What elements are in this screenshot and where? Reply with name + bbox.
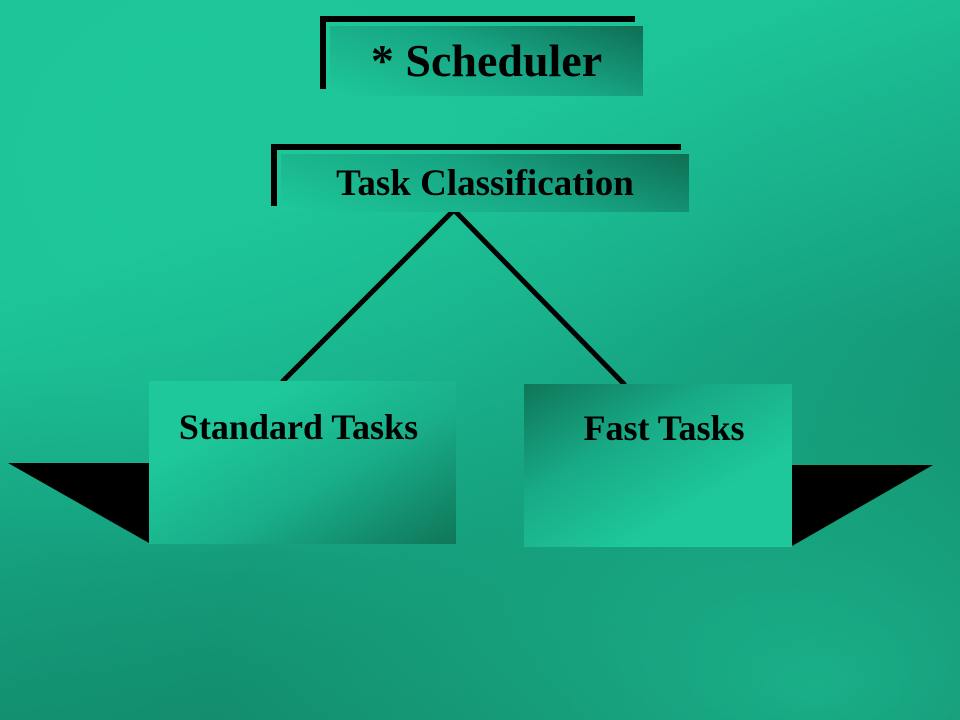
connector-line-right bbox=[451, 207, 627, 387]
fast-tasks-node: Fast Tasks bbox=[524, 384, 792, 547]
classification-label: Task Classification bbox=[336, 162, 634, 204]
fast-tasks-label: Fast Tasks bbox=[583, 407, 745, 448]
standard-tasks-label: Standard Tasks bbox=[178, 406, 419, 447]
right-wedge bbox=[792, 465, 933, 546]
left-wedge bbox=[8, 463, 149, 543]
classification-node: Task Classification bbox=[281, 154, 689, 212]
classification-frame bbox=[271, 144, 681, 206]
title-box: * Scheduler bbox=[330, 26, 643, 96]
standard-tasks-node: Standard Tasks bbox=[149, 381, 456, 544]
slide-title: * Scheduler bbox=[370, 35, 603, 86]
title-frame bbox=[320, 16, 635, 89]
connector-line-left bbox=[280, 207, 457, 384]
